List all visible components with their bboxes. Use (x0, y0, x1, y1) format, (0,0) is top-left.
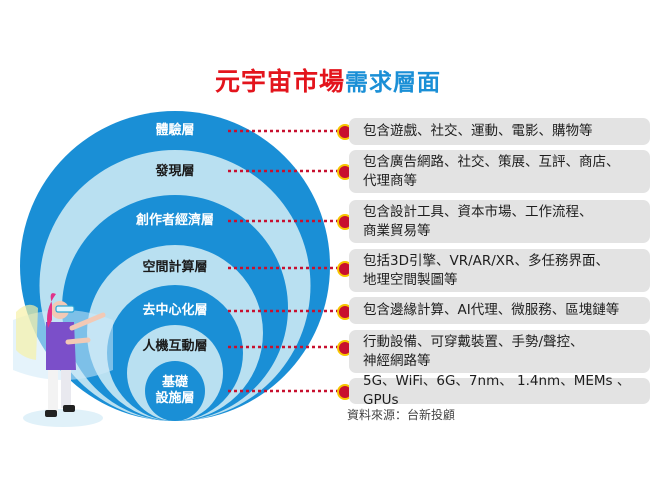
layer-description-infrastructure: 5G、WiFi、6G、7nm、 1.4nm、MEMs 、GPUs (349, 373, 650, 408)
title-red-part: 元宇宙市場 (214, 67, 345, 96)
source-note: 資料來源：台新投顧 (347, 408, 456, 422)
layer-label-experience: 體驗層 (155, 123, 195, 138)
layer-label-discovery: 發現層 (155, 164, 195, 179)
layer-label-spatial-computing: 空間計算層 (142, 260, 208, 275)
layer-description-experience: 包含遊戲、社交、運動、電影、購物等 (349, 118, 650, 145)
vr-person-illustration (13, 293, 113, 427)
layer-label-infrastructure: 基礎 設施層 (155, 375, 195, 406)
layer-label-human-interface: 人機互動層 (142, 339, 208, 354)
ring-infrastructure (145, 361, 205, 421)
connector-lines (228, 129, 340, 393)
layer-description-discovery: 包含廣告網路、社交、策展、互評、商店、 代理商等 (349, 150, 650, 193)
layer-description-decentralization: 包含邊緣計算、AI代理、微服務、區塊鏈等 (349, 297, 650, 324)
layer-description-creator-economy: 包含設計工具、資本市場、工作流程、 商業貿易等 (349, 200, 650, 243)
title-blue-part: 需求層面 (345, 70, 441, 96)
layer-label-decentralization: 去中心化層 (142, 303, 208, 318)
layer-description-human-interface: 行動設備、可穿戴裝置、手勢/聲控、 神經網路等 (349, 330, 650, 373)
layer-label-creator-economy: 創作者經濟層 (135, 213, 214, 228)
layer-description-spatial-computing: 包括3D引擎、VR/AR/XR、多任務界面、 地理空間製圖等 (349, 249, 650, 292)
diagram-title: 元宇宙市場需求層面 (0, 66, 656, 99)
